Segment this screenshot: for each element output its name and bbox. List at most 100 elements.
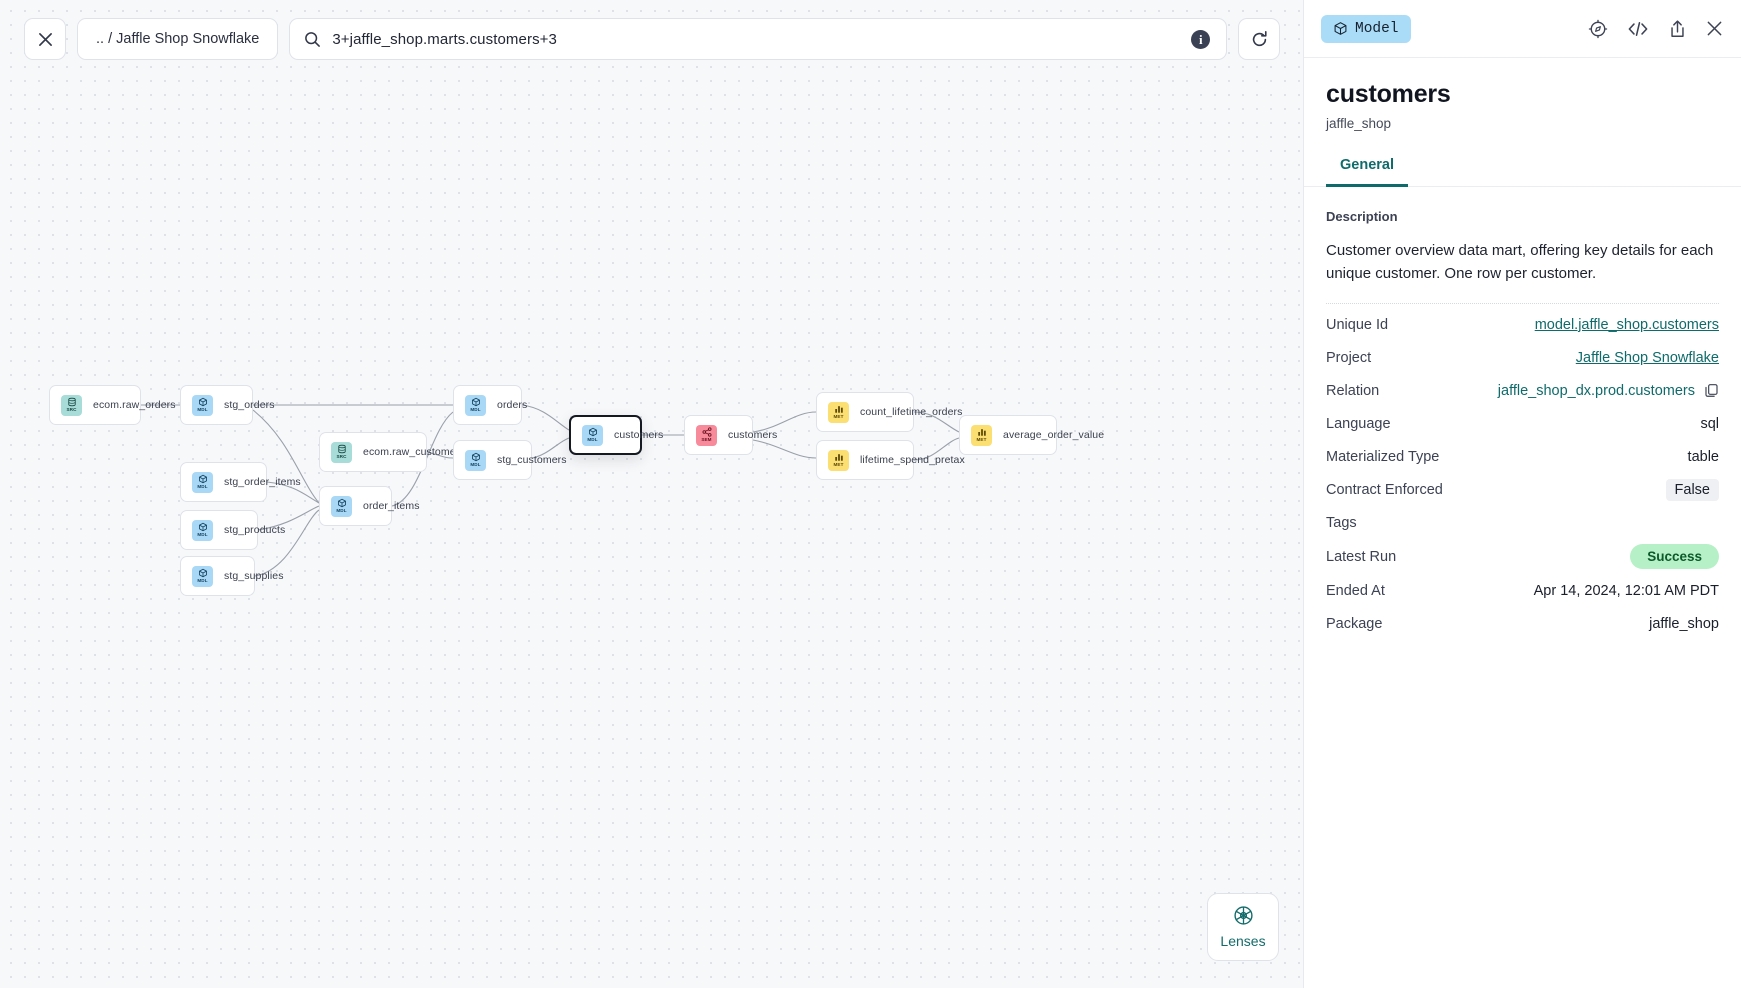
close-icon[interactable] [1706,20,1723,37]
node-type-badge-met: MET [828,449,849,471]
node-type-code: MDL [197,483,208,489]
detail-row-link[interactable]: Jaffle Shop Snowflake [1575,349,1719,366]
node-label: customers [614,429,664,441]
lineage-node-customers_mdl[interactable]: MDL customers [569,415,663,455]
lineage-node-stg_supplies[interactable]: MDL stg_supplies [180,556,283,596]
node-type-code: MDL [197,406,208,412]
detail-row-key: Ended At [1326,582,1385,599]
detail-row: Package jaffle_shop [1326,607,1719,640]
lineage-node-stg_orders[interactable]: MDL stg_orders [180,385,275,425]
detail-row-link[interactable]: model.jaffle_shop.customers [1534,316,1719,333]
detail-row-value-chip: False [1665,478,1719,501]
detail-row-key: Contract Enforced [1326,481,1443,498]
node-type-badge-sem: SEM [696,424,717,446]
close-lineage-button[interactable] [24,18,66,60]
lenses-button[interactable]: Lenses [1207,893,1279,961]
node-type-code: MET [976,436,987,442]
detail-row-key: Materialized Type [1326,448,1440,465]
cube-icon [1334,22,1347,35]
cube-icon [471,398,480,407]
node-type-code: MDL [336,507,347,513]
panel-toolbar: Model [1304,0,1741,58]
panel-subtitle: jaffle_shop [1326,116,1392,131]
node-label: stg_order_items [224,476,301,488]
resource-type-label: Model [1355,20,1399,37]
node-label: average_order_value [1003,429,1105,441]
database-icon [337,445,346,454]
description-heading: Description [1326,209,1398,224]
cube-icon [337,499,346,508]
node-label: ecom.raw_customers [363,446,465,458]
page-title: customers [1326,80,1451,108]
detail-row: Contract Enforced False [1326,473,1719,506]
detail-row-value: table [1687,448,1719,465]
canvas-toolbar: .. / Jaffle Shop Snowflake 3+jaffle_shop… [24,18,1281,60]
detail-row: Tags [1326,506,1719,539]
node-type-badge-mdl: MDL [582,424,603,446]
breadcrumb[interactable]: .. / Jaffle Shop Snowflake [77,18,279,60]
lineage-node-orders[interactable]: MDL orders [453,385,527,425]
close-icon [38,32,52,46]
cube-icon [198,569,207,578]
node-type-badge-src: SRC [61,394,82,416]
node-label: count_lifetime_orders [860,406,963,418]
panel-tabs: General [1304,157,1741,187]
node-label: lifetime_spend_pretax [860,454,965,466]
lineage-search-bar[interactable]: 3+jaffle_shop.marts.customers+3 i [289,18,1228,60]
share-nodes-icon [702,427,711,438]
detail-row-key: Tags [1326,514,1357,531]
code-icon[interactable] [1627,19,1649,39]
bar-chart-icon [834,406,843,414]
node-type-code: MDL [587,436,598,442]
panel-body: Description Customer overview data mart,… [1304,187,1741,640]
node-label: stg_orders [224,399,275,411]
node-type-code: MDL [197,577,208,583]
panel-action-icons [1588,19,1729,39]
detail-row: Project Jaffle Shop Snowflake [1326,341,1719,374]
node-label: orders [497,399,528,411]
lenses-label: Lenses [1220,933,1266,949]
compass-icon[interactable] [1588,19,1608,39]
divider [1326,303,1719,304]
tab-general[interactable]: General [1326,157,1408,187]
lineage-node-lifetime_spend[interactable]: MET lifetime_spend_pretax [816,440,965,480]
copy-icon[interactable] [1704,383,1719,398]
lineage-node-average_order_value[interactable]: MET average_order_value [959,415,1104,455]
cube-icon [588,428,597,437]
node-label: order_items [363,500,420,512]
detail-row-key: Package [1326,615,1383,632]
lineage-node-stg_order_items[interactable]: MDL stg_order_items [180,462,301,502]
detail-row-value: Apr 14, 2024, 12:01 AM PDT [1533,582,1719,599]
description-text: Customer overview data mart, offering ke… [1326,242,1714,282]
panel-header: customers jaffle_shop [1304,58,1741,131]
search-input[interactable]: 3+jaffle_shop.marts.customers+3 [332,30,557,48]
lineage-node-ecom_raw_customers[interactable]: SRC ecom.raw_customers [319,432,464,472]
node-type-badge-mdl: MDL [192,565,213,587]
cube-icon [198,475,207,484]
node-type-badge-src: SRC [331,441,352,463]
detail-row-key: Project [1326,349,1372,366]
node-label: stg_supplies [224,570,284,582]
cube-icon [198,398,207,407]
info-icon[interactable]: i [1191,29,1211,49]
node-type-code: MDL [470,406,481,412]
share-icon[interactable] [1668,19,1687,39]
node-type-badge-met: MET [971,424,992,446]
resource-type-chip[interactable]: Model [1321,14,1411,43]
detail-row-link[interactable]: jaffle_shop_dx.prod.customers [1497,382,1695,399]
node-type-code: SEM [701,436,712,442]
refresh-button[interactable] [1238,18,1281,60]
lineage-node-order_items[interactable]: MDL order_items [319,486,419,526]
detail-row-value: jaffle_shop [1649,615,1719,632]
bar-chart-icon [977,429,986,437]
